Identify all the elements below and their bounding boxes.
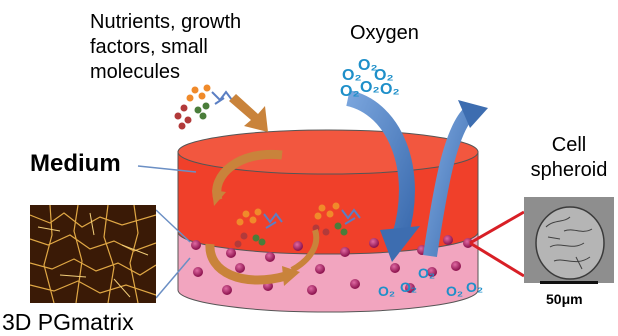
cell	[193, 267, 203, 277]
cell	[226, 248, 236, 258]
cell-spheroid-label: Cell spheroid	[520, 133, 618, 183]
svg-text:O₂: O₂	[418, 265, 435, 281]
cell	[307, 285, 317, 295]
nutrients-label-line3: molecules	[90, 60, 241, 85]
nutrients-label-line1: Nutrients, growth	[90, 10, 241, 35]
matrix-micrograph	[30, 205, 156, 303]
svg-text:O₂: O₂	[380, 81, 400, 98]
cell	[222, 285, 232, 295]
svg-text:O₂: O₂	[446, 283, 463, 299]
cell	[235, 263, 245, 273]
cell	[293, 241, 303, 251]
svg-text:O₂: O₂	[466, 279, 483, 295]
medium-label: Medium	[30, 150, 121, 178]
nutrient-cluster-top	[175, 85, 233, 130]
cell	[315, 264, 325, 274]
spheroid-micrograph	[524, 197, 614, 295]
svg-text:O₂: O₂	[400, 279, 417, 295]
svg-text:O₂: O₂	[340, 83, 360, 100]
svg-text:O₂: O₂	[378, 283, 395, 299]
cell-label-line2: spheroid	[520, 158, 618, 183]
cell	[443, 235, 453, 245]
cell	[191, 240, 201, 250]
cell	[390, 263, 400, 273]
cell-label-line1: Cell	[520, 133, 618, 158]
cell	[265, 252, 275, 262]
nutrients-label-line2: factors, small	[90, 35, 241, 60]
matrix-label: 3D PGmatrix	[2, 309, 134, 336]
oxygen-label: Oxygen	[350, 22, 419, 45]
cell	[340, 247, 350, 257]
nutrients-label: Nutrients, growth factors, small molecul…	[90, 10, 241, 85]
cell	[350, 279, 360, 289]
scale-bar-label: 50μm	[546, 291, 583, 307]
cell	[369, 238, 379, 248]
cell	[451, 261, 461, 271]
svg-text:O₂: O₂	[360, 79, 380, 96]
oxygen-molecules-top: O₂ O₂ O₂ O₂ O₂ O₂	[340, 57, 400, 100]
nutrient-inflow-arrow	[229, 94, 268, 132]
